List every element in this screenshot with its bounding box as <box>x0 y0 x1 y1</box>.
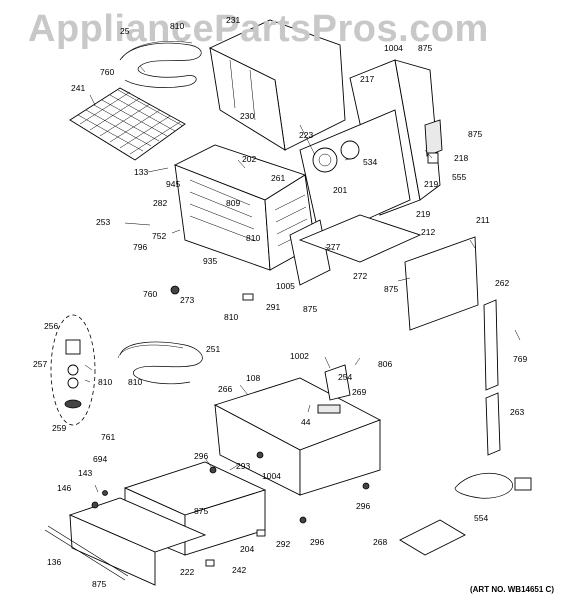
part-label: 810 <box>246 233 261 243</box>
part-label: 136 <box>47 557 62 567</box>
part-label: 269 <box>352 387 367 397</box>
part-label: 875 <box>303 304 318 314</box>
anti-tip-bracket <box>399 519 466 556</box>
part-label: 212 <box>421 227 436 237</box>
part-label: 809 <box>226 198 241 208</box>
part-label: 219 <box>416 209 431 219</box>
part-label: 935 <box>203 256 218 266</box>
part-label: 256 <box>44 321 59 331</box>
part-label: 108 <box>246 373 261 383</box>
side-trim <box>483 299 501 456</box>
part-label: 223 <box>299 130 314 140</box>
rear-panel <box>299 59 443 241</box>
bake-element <box>117 341 203 385</box>
part-label: 555 <box>452 172 467 182</box>
part-label: 810 <box>128 377 143 387</box>
part-label: 296 <box>194 451 209 461</box>
part-label: 242 <box>232 565 247 575</box>
part-label: 202 <box>242 154 257 164</box>
part-label: 1004 <box>262 471 281 481</box>
part-label: 25 <box>120 26 130 36</box>
part-label: 810 <box>170 21 185 31</box>
part-label: 257 <box>33 359 48 369</box>
part-label: 222 <box>180 567 195 577</box>
part-label: 769 <box>513 354 528 364</box>
part-label: 277 <box>326 242 341 252</box>
part-label: 44 <box>301 417 311 427</box>
part-label: 253 <box>96 217 111 227</box>
part-label: 219 <box>424 179 439 189</box>
part-label: 217 <box>360 74 375 84</box>
part-label: 1005 <box>276 281 295 291</box>
drawer-frame <box>213 364 382 496</box>
part-label: 534 <box>363 157 378 167</box>
part-label: 875 <box>92 579 107 589</box>
part-label: 201 <box>333 185 348 195</box>
part-label: 1004 <box>384 43 403 53</box>
part-label: 810 <box>224 312 239 322</box>
part-label: 875 <box>418 43 433 53</box>
part-label: 230 <box>240 111 255 121</box>
small-parts <box>91 285 370 567</box>
part-label: 810 <box>98 377 113 387</box>
part-label: 273 <box>180 295 195 305</box>
part-label: 263 <box>510 407 525 417</box>
part-label: 760 <box>143 289 158 299</box>
part-label: 291 <box>266 302 281 312</box>
part-label: 296 <box>310 537 325 547</box>
watermark: AppliancePartsPros.com <box>28 8 489 50</box>
part-label: 261 <box>271 173 286 183</box>
part-label: 752 <box>152 231 167 241</box>
part-label: 761 <box>101 432 116 442</box>
part-label: 211 <box>476 215 490 225</box>
part-label: 292 <box>276 539 291 549</box>
part-label: 272 <box>353 271 368 281</box>
part-label: 266 <box>218 384 233 394</box>
part-label: 268 <box>373 537 388 547</box>
oven-cavity <box>173 144 331 286</box>
sensor-assembly <box>50 314 96 426</box>
part-label: 204 <box>240 544 255 554</box>
part-label: 945 <box>166 179 181 189</box>
part-label: 259 <box>52 423 67 433</box>
part-label: 796 <box>133 242 148 252</box>
art-number: (ART NO. WB14651 C) <box>469 585 554 594</box>
part-label: 262 <box>495 278 510 288</box>
bottom-panel <box>298 214 422 263</box>
part-label: 218 <box>454 153 469 163</box>
drawer-front <box>44 497 207 586</box>
part-label: 231 <box>226 15 241 25</box>
oven-rack <box>69 87 186 161</box>
part-label: 1002 <box>290 351 309 361</box>
convection-fan <box>312 147 338 173</box>
part-label: 875 <box>468 129 483 139</box>
part-label: 875 <box>384 284 399 294</box>
leader-lines <box>84 65 521 493</box>
part-label: 806 <box>378 359 393 369</box>
oven-outer-wrapper <box>208 19 346 151</box>
part-label: 143 <box>78 468 93 478</box>
part-label: 133 <box>134 167 149 177</box>
part-label: 251 <box>206 344 221 354</box>
part-label: 875 <box>194 506 209 516</box>
part-label: 293 <box>236 461 251 471</box>
part-label: 241 <box>71 83 86 93</box>
part-label: 694 <box>93 454 108 464</box>
side-panel <box>404 236 479 331</box>
part-label: 254 <box>338 372 353 382</box>
part-label: 146 <box>57 483 72 493</box>
part-label: 554 <box>474 513 489 523</box>
power-cord <box>454 472 532 499</box>
part-label: 296 <box>356 501 371 511</box>
part-label: 760 <box>100 67 115 77</box>
part-label: 282 <box>153 198 168 208</box>
